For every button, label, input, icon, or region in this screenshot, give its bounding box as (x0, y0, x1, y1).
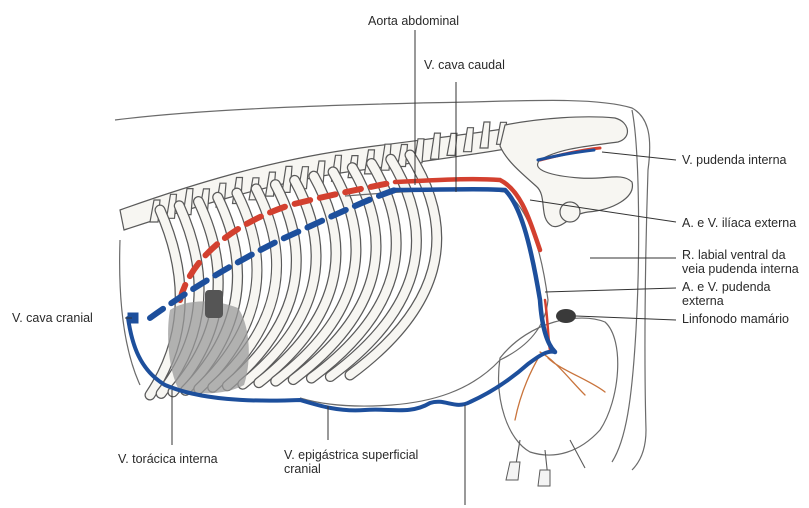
label-pudenda-interna: V. pudenda interna (682, 153, 787, 167)
label-iliaca-externa: A. e V. ilíaca externa (682, 216, 796, 230)
label-epigastrica: V. epigástrica superficial cranial (284, 448, 444, 476)
label-toracica-interna: V. torácica interna (118, 452, 218, 466)
label-linfonodo-mamario: Linfonodo mamário (682, 312, 789, 326)
vertebra-spine (480, 122, 490, 148)
heart-shadow (205, 290, 223, 318)
vertebra-spine (464, 128, 474, 152)
label-cava-caudal: V. cava caudal (424, 58, 505, 72)
vertebra-spine (431, 133, 441, 159)
label-pudenda-externa: A. e V. pudenda externa (682, 280, 792, 308)
mammary-gland (499, 318, 618, 486)
label-labial-ventral: R. labial ventral da veia pudenda intern… (682, 248, 807, 276)
label-cava-cranial: V. cava cranial (12, 311, 93, 325)
lymph-node (556, 309, 576, 323)
label-aorta-abdominal: Aorta abdominal (368, 14, 459, 28)
